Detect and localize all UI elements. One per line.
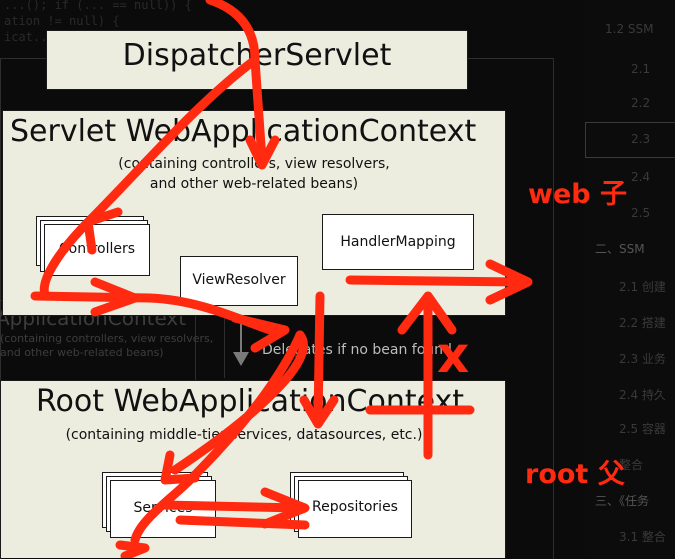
handler-mapping-label: HandlerMapping <box>340 234 456 250</box>
view-resolver-label: ViewResolver <box>192 272 286 288</box>
toc-item[interactable]: 整合 <box>619 458 644 472</box>
controllers-label: Controllers <box>58 241 136 257</box>
forbidden-x-mark: x <box>437 326 470 384</box>
delegates-text: Delegates if no bean found <box>262 342 452 358</box>
root-parent-label: root 父 <box>525 459 625 490</box>
background-code-line: ...(); if (... == null)) { <box>4 0 192 12</box>
toc-item[interactable]: 2.2 <box>631 96 651 110</box>
root-context-subtitle: (containing middle-tier services, dataso… <box>65 427 423 443</box>
ghost-context-line: and other web-related beans) <box>0 346 164 359</box>
toc-item[interactable]: 2.3 <box>631 132 651 146</box>
ghost-context-line: (containing controllers, view resolvers, <box>0 332 214 345</box>
toc-item[interactable]: 2.1 创建 <box>619 280 666 294</box>
handler-mapping-box <box>322 214 474 270</box>
services-label: Services <box>133 500 193 516</box>
toc-item[interactable]: 二、SSM <box>595 242 645 256</box>
toc-item[interactable]: 1.2 SSM <box>605 22 654 36</box>
servlet-context-subtitle: and other web-related beans) <box>149 176 359 192</box>
toc-item[interactable]: 2.1 <box>631 62 651 76</box>
toc-item[interactable]: 3.1 整合 <box>619 530 666 544</box>
dispatcher-servlet-label: DispatcherServlet <box>122 38 392 73</box>
background-code-line: ation != null) { <box>4 14 120 28</box>
repositories-box <box>298 480 412 538</box>
toc-item[interactable]: 2.2 搭建 <box>619 316 666 330</box>
toc-item[interactable]: 2.3 业务 <box>619 352 666 366</box>
toc-sidebar[interactable]: 1.2 SSM 2.1 2.2 2.3 2.4 2.5 二、SSM 2.1 创建… <box>585 0 675 558</box>
toc-highlight <box>585 122 675 158</box>
toc-item[interactable]: 2.5 <box>631 206 651 220</box>
toc-item[interactable]: 2.4 <box>631 170 651 184</box>
servlet-context-title: Servlet WebApplicationContext <box>10 114 477 149</box>
servlet-context-subtitle: (containing controllers, view resolvers, <box>118 156 390 172</box>
web-child-label: web 子 <box>528 179 627 210</box>
toc-item[interactable]: 2.4 持久 <box>619 388 666 402</box>
repositories-label: Repositories <box>312 499 398 515</box>
toc-item[interactable]: 2.5 容器 <box>619 422 666 436</box>
root-context-title: Root WebApplicationContext <box>36 384 465 419</box>
toc-item[interactable]: 三、《任务 <box>595 494 650 508</box>
background-code-line: icat... <box>4 30 55 44</box>
